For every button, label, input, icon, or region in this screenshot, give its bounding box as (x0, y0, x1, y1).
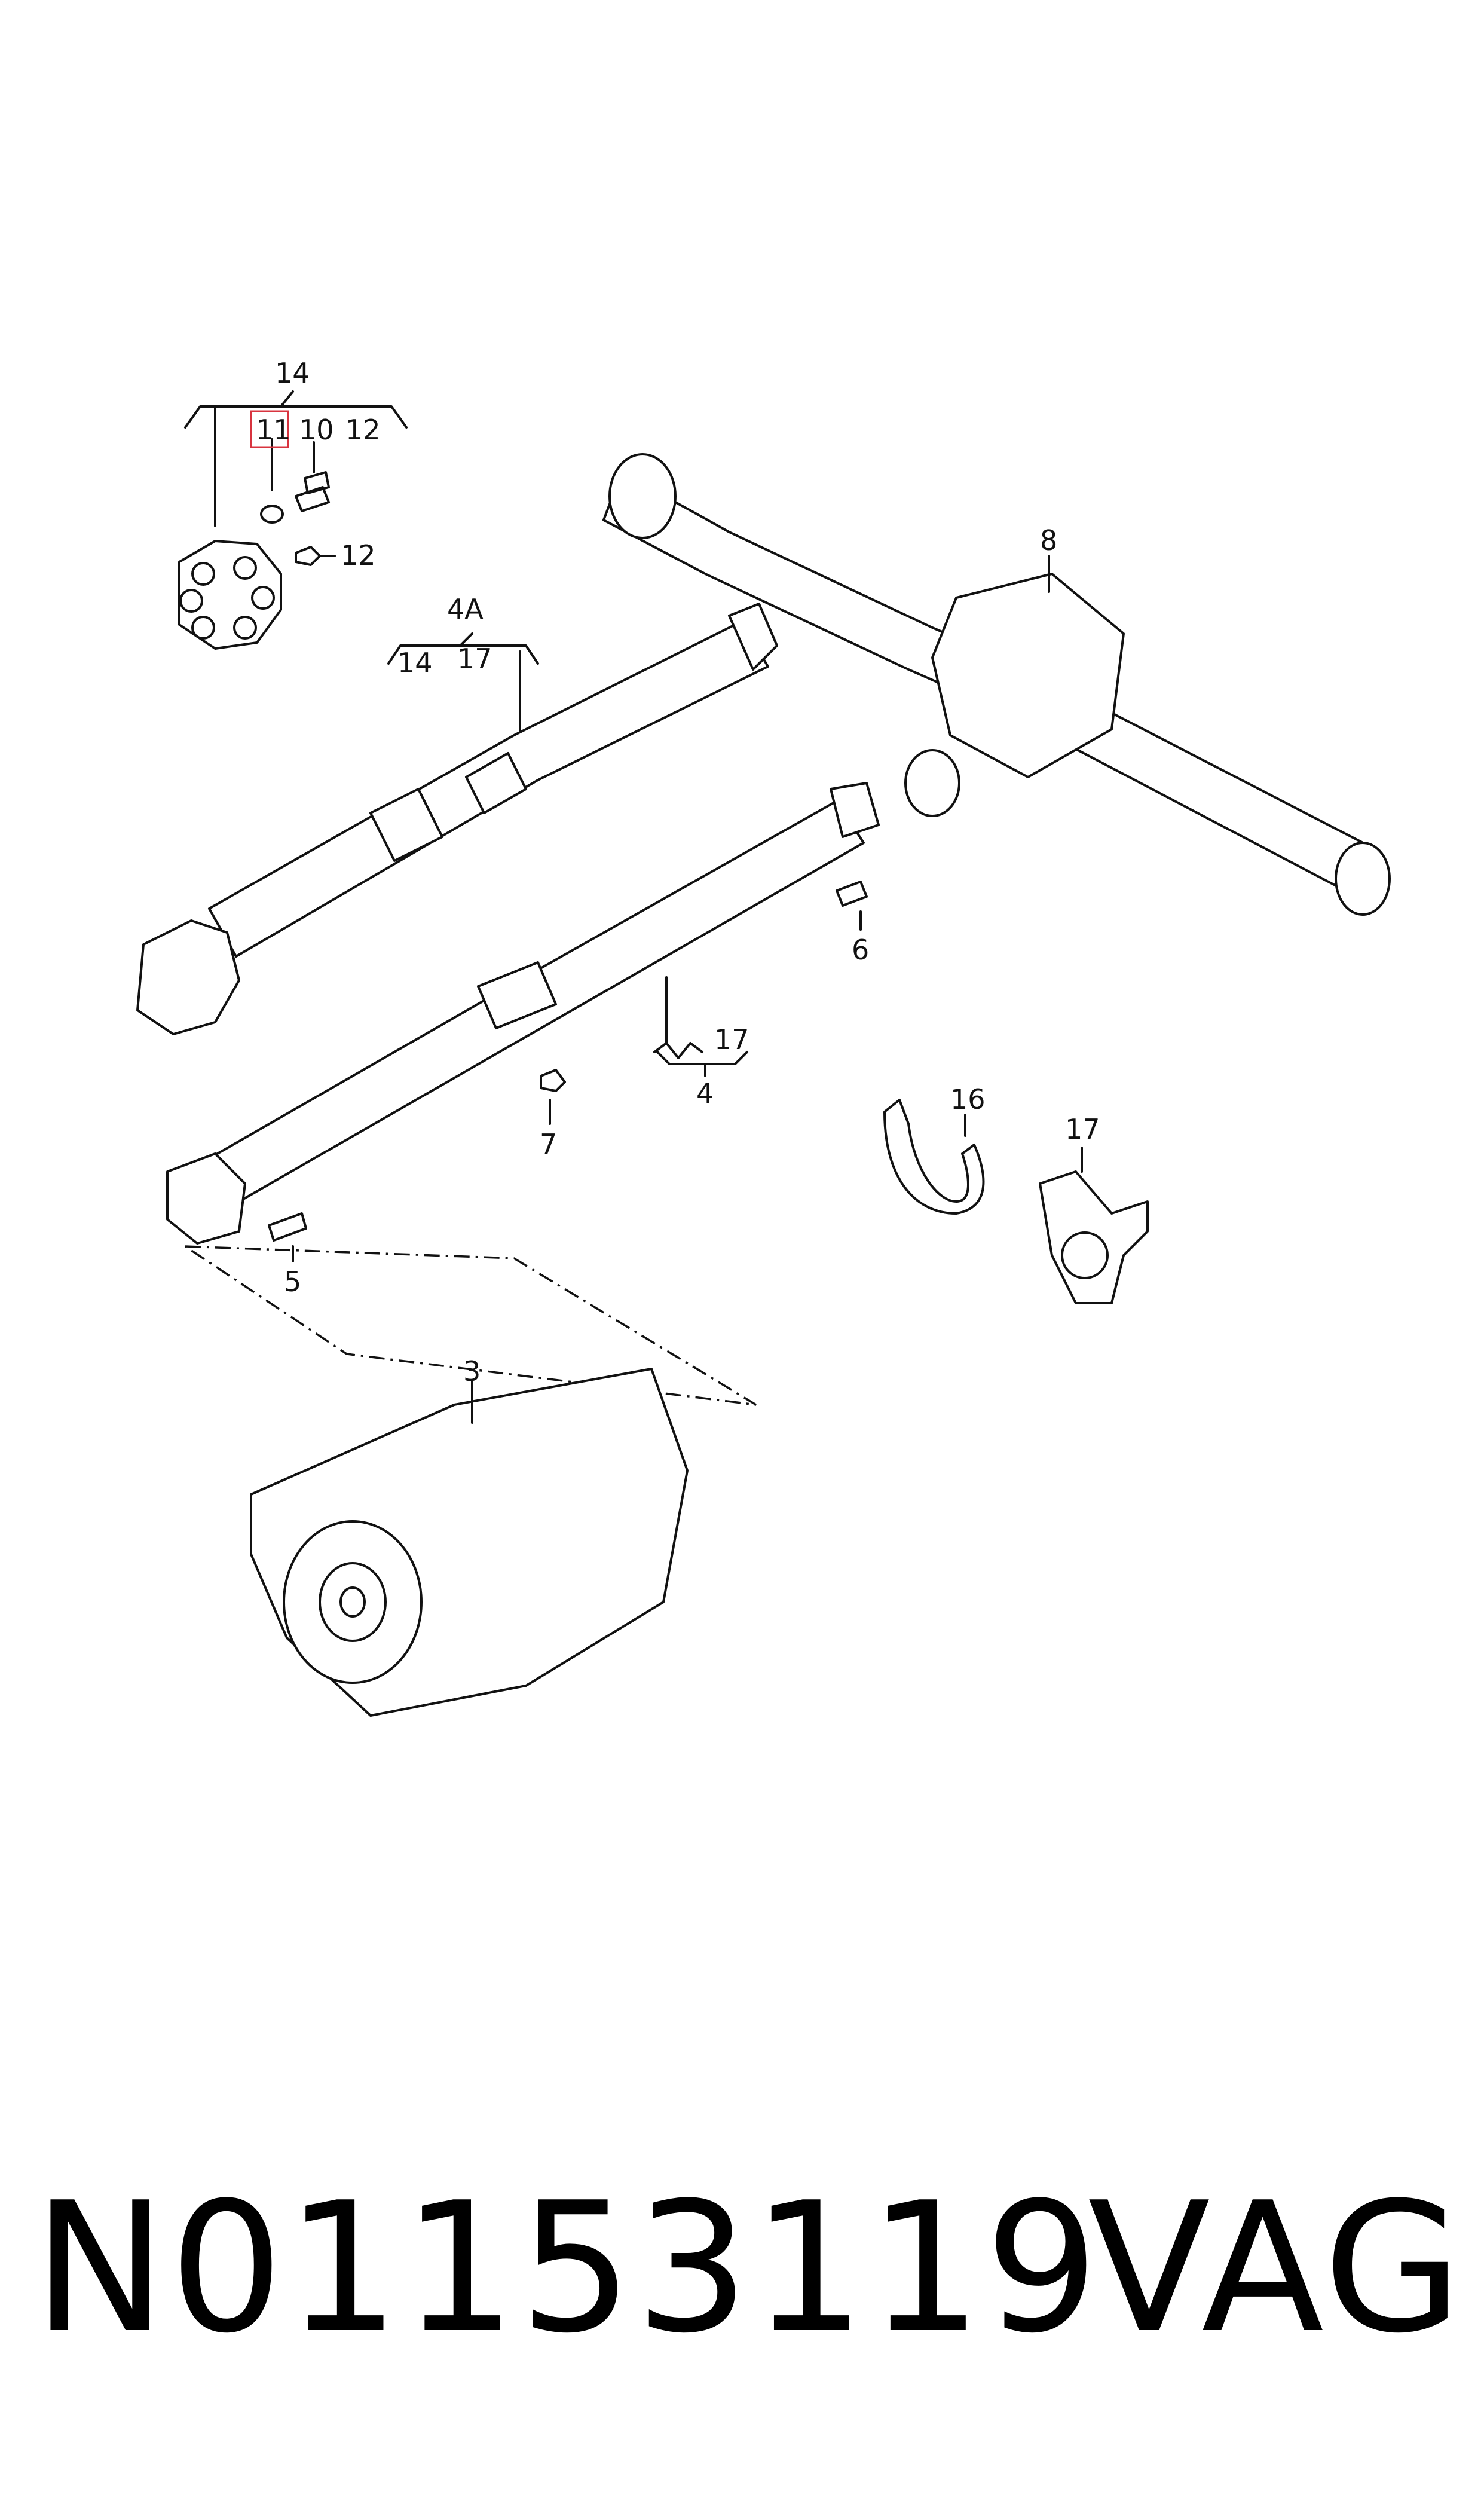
bolt-5 (268, 1212, 307, 1242)
bracket-16 (883, 1099, 985, 1215)
callout-4: 4 (696, 1077, 714, 1109)
callout-14-shaft: 14 (397, 647, 433, 679)
flex-disc (178, 540, 282, 650)
flex-disc-group (178, 390, 408, 650)
callout-11-highlight (250, 410, 289, 448)
part-number: N01153119 (33, 2164, 1101, 2373)
nut-7 (540, 1069, 566, 1092)
bolt (295, 471, 330, 512)
bolt-6 (836, 881, 868, 907)
footer: N01153119 VAG (0, 2164, 1484, 2379)
washer (260, 505, 284, 524)
callout-17-shaft: 17 (457, 643, 492, 675)
callout-11: 11 (256, 414, 291, 446)
callout-6: 6 (852, 934, 869, 966)
callout-10: 10 (299, 414, 334, 446)
bracket-17 (1039, 1147, 1149, 1304)
propshaft-4 (166, 782, 880, 1262)
rear-axle (602, 453, 1391, 916)
exploded-parts-diagram: 14 11 10 12 12 4A 14 17 8 6 17 4 7 5 16 … (136, 357, 1391, 1717)
brand-name: VAG (1088, 2164, 1465, 2373)
callout-17-lower: 17 (714, 1023, 749, 1056)
nut (295, 546, 321, 566)
callout-3: 3 (463, 1355, 481, 1387)
callout-12-top: 12 (345, 414, 381, 446)
transmission (185, 1245, 757, 1717)
callout-4a: 4A (447, 593, 484, 625)
callout-5: 5 (284, 1265, 301, 1298)
callout-8: 8 (1040, 524, 1057, 557)
propshaft-4a (136, 603, 778, 1035)
callout-7: 7 (540, 1128, 557, 1160)
callout-16: 16 (950, 1083, 986, 1115)
callout-12-nut: 12 (341, 539, 376, 571)
callout-17-bracket: 17 (1065, 1113, 1100, 1145)
callout-14-top: 14 (275, 357, 310, 389)
